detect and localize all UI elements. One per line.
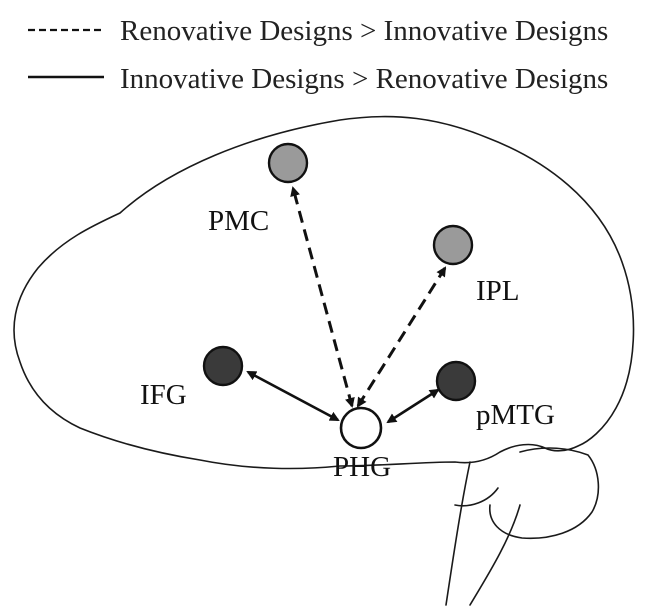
connection-phg-pmtg [386, 388, 440, 424]
region-label-pmtg: pMTG [476, 399, 555, 431]
legend-label-innovative: Innovative Designs > Renovative Designs [120, 63, 608, 95]
legend-label-renovative: Renovative Designs > Innovative Designs [120, 15, 608, 47]
region-label-phg: PHG [333, 451, 391, 483]
brainstem-inner-line [454, 487, 499, 507]
region-node-ifg [202, 345, 244, 387]
brain-outline [13, 115, 635, 606]
cerebrum-outline [13, 115, 635, 470]
region-label-pmc: PMC [208, 205, 269, 237]
region-node-phg [339, 406, 383, 450]
brainstem-outline [445, 461, 521, 606]
connections [246, 186, 447, 424]
cerebellum-outline [489, 447, 600, 540]
region-node-pmc [267, 142, 309, 184]
region-label-ipl: IPL [476, 275, 520, 307]
regions [202, 142, 477, 450]
region-label-ifg: IFG [140, 379, 187, 411]
connection-phg-ipl [356, 266, 447, 408]
connection-phg-pmc [290, 186, 355, 408]
region-node-ipl [432, 224, 474, 266]
connection-phg-ifg [246, 370, 340, 422]
region-node-pmtg [435, 360, 477, 402]
region-labels: PMC IPL IFG pMTG PHG [140, 205, 555, 483]
legend: Renovative Designs > Innovative Designs … [28, 15, 608, 95]
